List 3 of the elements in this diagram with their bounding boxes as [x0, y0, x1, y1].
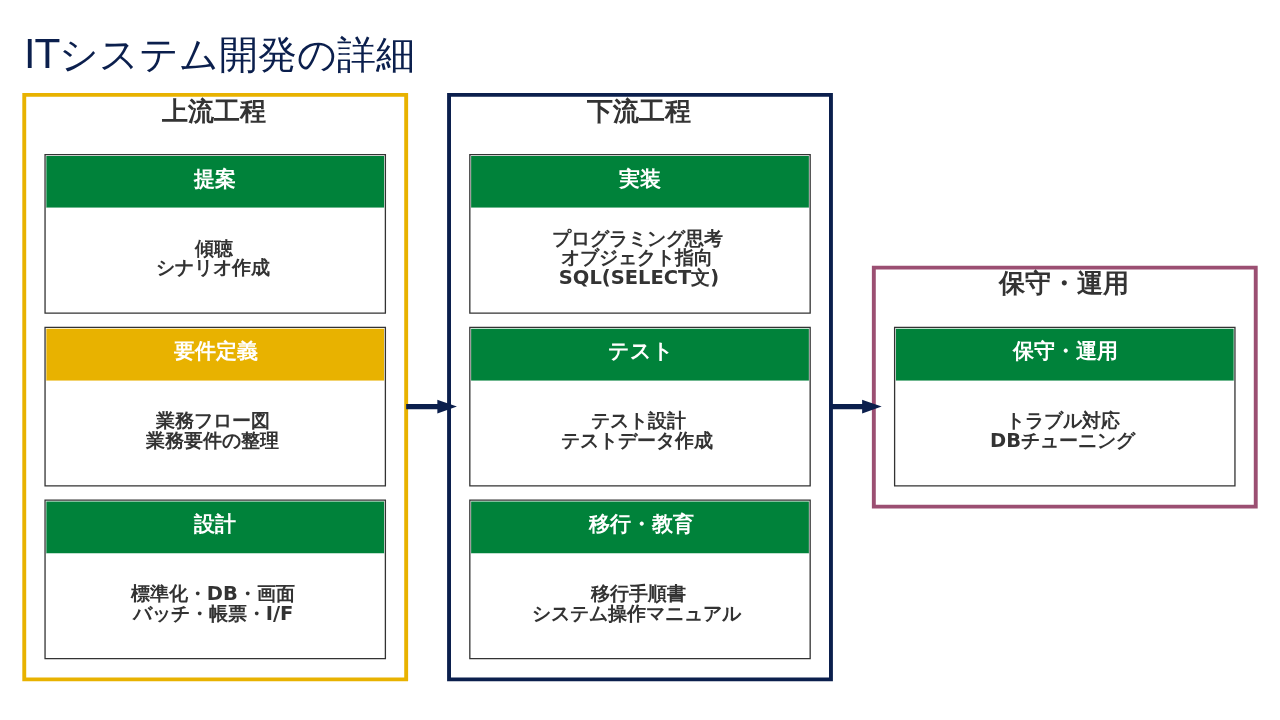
- diagram-title: ITシステム開発の詳細: [24, 31, 416, 77]
- arrow: [830, 399, 882, 413]
- arrow: [406, 399, 457, 413]
